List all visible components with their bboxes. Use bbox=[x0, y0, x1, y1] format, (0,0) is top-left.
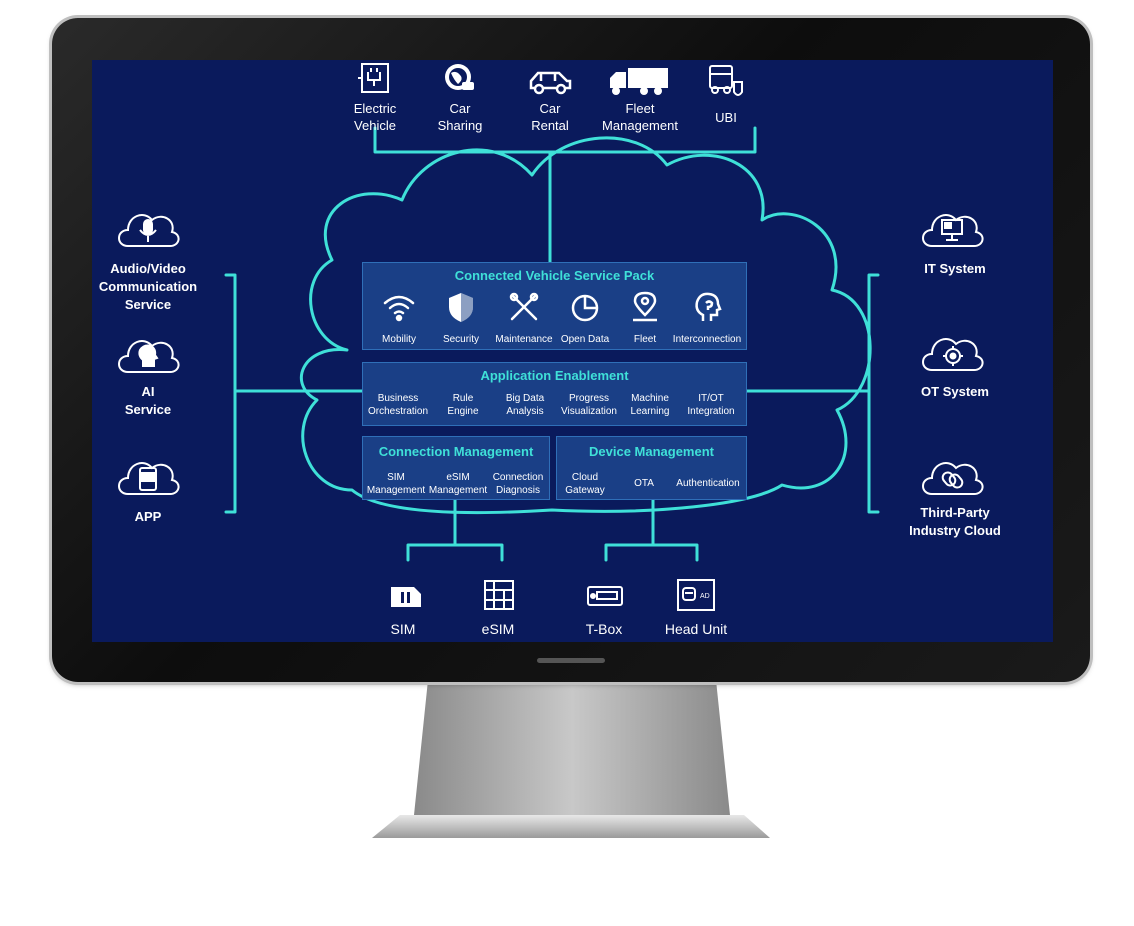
app-enablement-item: Progress Visualization bbox=[561, 393, 617, 417]
device-management-item: Authentication bbox=[676, 478, 740, 489]
head-unit-icon: AD bbox=[676, 578, 716, 612]
app-enablement-item: IT/OT Integration bbox=[687, 393, 735, 417]
connection-management-item: eSIM Management bbox=[428, 472, 488, 496]
link-cloud-icon bbox=[920, 454, 984, 500]
right-bracket bbox=[867, 273, 880, 514]
service-pack-item: Fleet bbox=[633, 334, 657, 345]
service-pack-panel: Connected Vehicle Service Pack Mobility … bbox=[362, 262, 747, 350]
diagram-connectors bbox=[224, 126, 880, 562]
right-system-label: OT System bbox=[921, 384, 989, 399]
tools-icon bbox=[506, 291, 542, 323]
tbox-icon bbox=[585, 584, 625, 608]
app-enablement-item: Machine Learning bbox=[630, 393, 670, 417]
left-bracket bbox=[224, 273, 237, 514]
device-management-title: Device Management bbox=[589, 444, 714, 459]
top-app-label: UBI bbox=[715, 110, 737, 125]
microphone-cloud-icon bbox=[116, 206, 180, 252]
left-service-label: AI Service bbox=[124, 384, 172, 417]
pie-chart-icon bbox=[567, 291, 603, 323]
right-system-label: IT System bbox=[924, 261, 986, 276]
service-pack-item: Maintenance bbox=[495, 334, 553, 345]
monitor-screen: Electric Vehicle Car Sharing Car Rental … bbox=[92, 60, 1053, 642]
app-enablement-panel: Application Enablement Business Orchestr… bbox=[362, 362, 747, 426]
connection-management-panel: Connection Management SIM Management eSI… bbox=[362, 436, 550, 500]
esim-chip-icon bbox=[482, 578, 516, 612]
device-management-item: Cloud Gateway bbox=[565, 472, 605, 496]
monitor-cloud-icon bbox=[920, 206, 984, 252]
service-pack-item: Mobility bbox=[382, 334, 416, 345]
insurance-truck-icon bbox=[704, 62, 748, 102]
right-system-label: Third-Party Industry Cloud bbox=[909, 505, 1001, 538]
service-pack-item: Security bbox=[442, 334, 480, 345]
connection-management-item: Connection Diagnosis bbox=[492, 472, 544, 496]
globe-car-icon bbox=[438, 60, 482, 100]
app-enablement-item: Big Data Analysis bbox=[505, 393, 545, 417]
shield-icon bbox=[443, 291, 479, 323]
ai-head-cloud-icon bbox=[116, 332, 180, 378]
top-bracket bbox=[373, 126, 757, 154]
top-app-label: Car Rental bbox=[531, 101, 569, 133]
gear-cloud-icon bbox=[920, 330, 984, 376]
top-app-label: Fleet Management bbox=[602, 101, 678, 133]
app-enablement-item: Business Orchestration bbox=[367, 393, 429, 417]
head-profile-icon bbox=[689, 291, 725, 323]
svg-text:AD: AD bbox=[700, 593, 710, 600]
connection-management-item: SIM Management bbox=[366, 472, 426, 496]
cloud-outline bbox=[299, 136, 872, 515]
monitor-logo-slot bbox=[537, 658, 605, 663]
top-app-label: Electric Vehicle bbox=[353, 101, 397, 133]
wifi-icon bbox=[381, 291, 417, 323]
bottom-device-label: Head Unit bbox=[664, 621, 728, 637]
bottom-left-bracket bbox=[406, 543, 504, 562]
bottom-right-bracket bbox=[604, 543, 699, 562]
sim-card-icon bbox=[388, 584, 424, 610]
bottom-device-label: SIM bbox=[390, 621, 416, 637]
bottom-device-label: T-Box bbox=[585, 621, 623, 637]
device-management-panel: Device Management Cloud Gateway OTA Auth… bbox=[556, 436, 747, 500]
app-phone-cloud-icon bbox=[116, 454, 180, 500]
app-enablement-title: Application Enablement bbox=[480, 368, 629, 383]
truck-icon bbox=[606, 66, 670, 98]
connection-management-title: Connection Management bbox=[378, 444, 534, 459]
service-pack-item: Open Data bbox=[560, 334, 610, 345]
location-pin-icon bbox=[627, 291, 663, 323]
top-app-label: Car Sharing bbox=[437, 101, 483, 133]
bottom-device-label: eSIM bbox=[481, 621, 515, 637]
left-service-label: APP bbox=[134, 509, 162, 524]
left-service-label: Audio/Video Communication Service bbox=[98, 261, 198, 312]
service-pack-title: Connected Vehicle Service Pack bbox=[454, 268, 655, 283]
service-pack-item: Interconnection bbox=[672, 334, 742, 345]
device-management-item: OTA bbox=[634, 478, 654, 489]
ev-charger-icon bbox=[354, 60, 398, 100]
car-icon bbox=[525, 64, 575, 98]
app-enablement-item: Rule Engine bbox=[447, 393, 479, 417]
